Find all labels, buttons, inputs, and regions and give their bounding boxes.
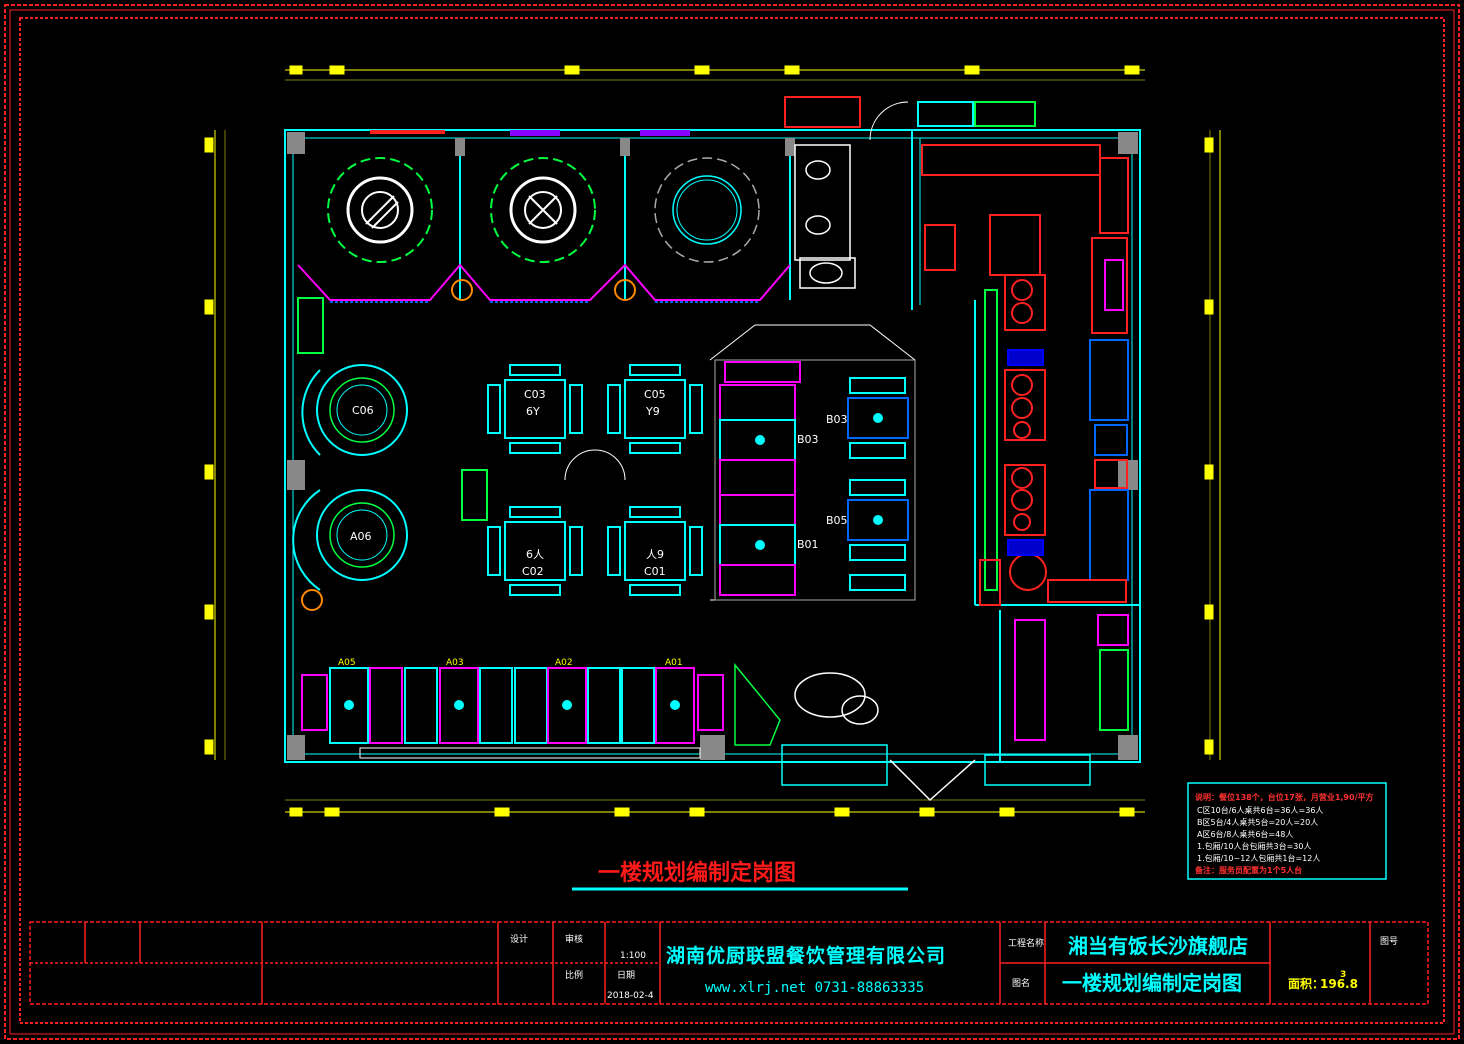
table-label-a01: A01 (665, 658, 683, 668)
entrance-doors-top (784, 96, 1036, 141)
note-line-2: C区10台/6人桌共6台=36人=36人 (1197, 805, 1323, 815)
table-seats-c02: 6人 (526, 548, 544, 561)
tb-label-scale: 比例 (565, 969, 583, 981)
notes-box (1187, 782, 1387, 880)
wall-columns (287, 132, 1138, 760)
area-value: 196.8 (1320, 977, 1358, 991)
table-label-a05: A05 (338, 658, 356, 668)
table-label-b03-left: B03 (797, 433, 819, 446)
tb-label-number: 图号 (1380, 936, 1398, 947)
tb-label-project: 工程名称 (1008, 937, 1044, 949)
table-seats-c01: 人9 (646, 548, 664, 561)
private-room-3 (654, 157, 760, 263)
dimension-lines (204, 65, 1221, 817)
tb-label-drawing: 图名 (1012, 977, 1030, 989)
b-zone-table-stars (755, 413, 883, 550)
note-line-7: 备注：服务员配置为1个5人台 (1194, 865, 1302, 875)
drawing-name: 一楼规划编制定岗图 (1062, 971, 1242, 995)
table-label-c03: C03 (524, 388, 546, 401)
a-zone-table-stars (344, 700, 680, 710)
entrance-landscape (734, 662, 1091, 802)
table-label-c05: C05 (644, 388, 666, 401)
project-name: 湘当有饭长沙旗舰店 (1068, 934, 1248, 958)
table-label-b01: B01 (797, 538, 819, 551)
area-label: 面积： (1288, 976, 1324, 991)
table-label-c06: C06 (352, 404, 374, 417)
restroom-area (794, 144, 856, 289)
table-label-a03: A03 (446, 658, 464, 668)
note-line-5: 1.包厢/10人台包厢共3台=30人 (1197, 841, 1311, 851)
private-room-1 (327, 157, 433, 263)
table-label-a02: A02 (555, 658, 573, 668)
table-label-c01: C01 (644, 565, 666, 578)
company-name: 湖南优厨联盟餐饮管理有限公司 (666, 944, 946, 967)
table-seats-c05: Y9 (645, 405, 660, 418)
drawing-frame (4, 4, 1460, 1040)
left-booths (292, 297, 408, 591)
room-partitions (297, 130, 791, 303)
drawing-title: 一楼规划编制定岗图 (598, 860, 796, 886)
plants (301, 279, 636, 611)
tb-label-review: 审核 (565, 933, 583, 945)
note-line-4: A区6台/8人桌共6台=48人 (1197, 829, 1293, 839)
tb-date-value: 2018-02-4 (607, 991, 654, 1001)
tb-scale-value: 1:100 (620, 951, 646, 961)
title-block (29, 921, 1429, 1005)
table-label-c02: C02 (522, 565, 544, 578)
c-zone-tables (461, 364, 703, 596)
kitchen-area (921, 144, 1129, 741)
table-label-b03-right: B03 (826, 413, 848, 426)
tb-label-design: 设计 (510, 933, 528, 945)
private-room-2 (490, 157, 596, 263)
table-label-b05: B05 (826, 514, 848, 527)
table-label-a06: A06 (350, 530, 372, 543)
note-line-6: 1.包厢/10~12人包厢共1台=12人 (1197, 853, 1320, 863)
note-line-3: B区5台/4人桌共5台=20人=20人 (1197, 817, 1318, 827)
b-zone-booths (709, 324, 916, 601)
note-line-1: 说明：餐位138个，台位17张，月营业1,90/平方 (1195, 792, 1374, 802)
a-zone-booths (301, 667, 724, 759)
company-contact: www.xlrj.net 0731-88863335 (705, 980, 924, 996)
table-seats-c03: 6Y (526, 405, 540, 418)
area-unit: 3 (1340, 970, 1346, 980)
tb-label-date: 日期 (617, 970, 635, 981)
